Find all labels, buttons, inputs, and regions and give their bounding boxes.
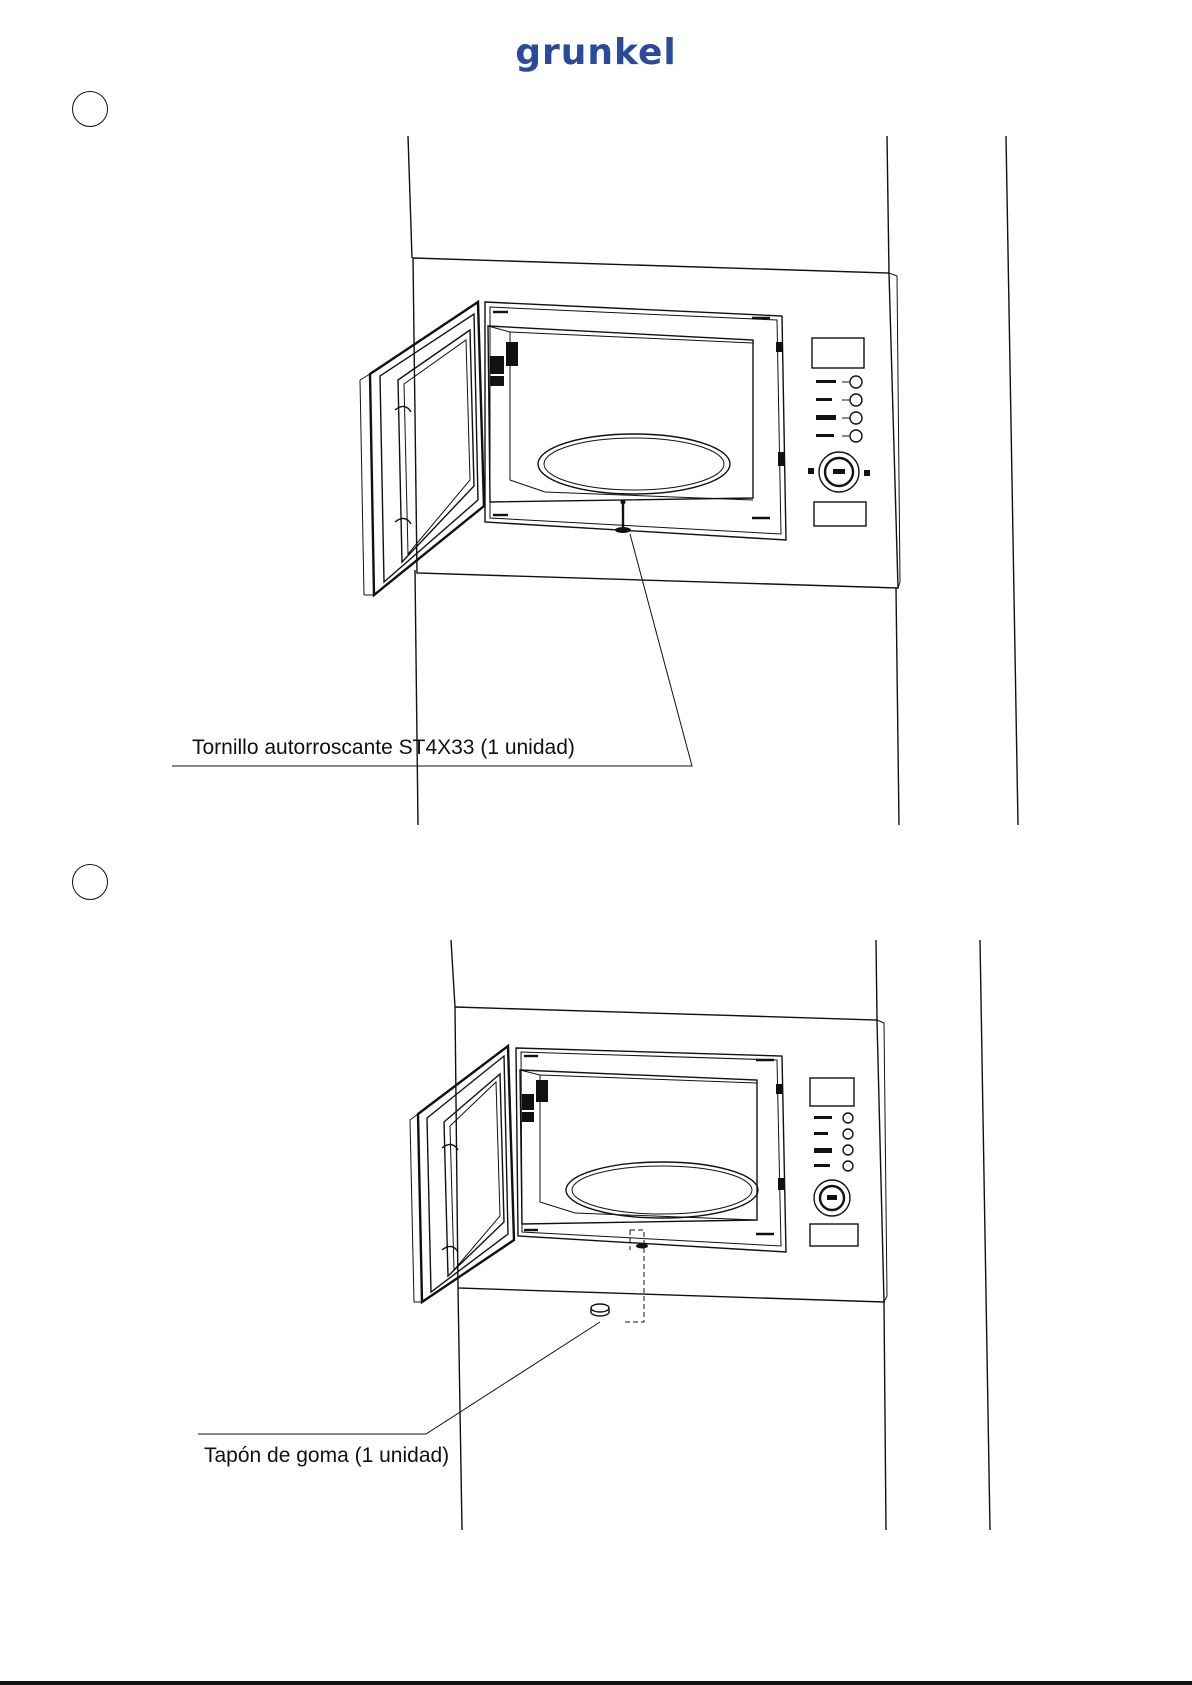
- brand-name: grunkel: [515, 32, 677, 73]
- step-1-callout-label: Tornillo autorroscante ST4X33 (1 unidad): [192, 736, 575, 760]
- grunkel-logo-icon: grunkel: [496, 26, 696, 86]
- step-2-callout-label: Tapón de goma (1 unidad): [204, 1444, 449, 1468]
- page-bottom-border: [0, 1681, 1192, 1685]
- step-2-diagram: [0, 930, 1192, 1550]
- step-2-circle-icon: [72, 864, 108, 900]
- step-1-diagram: [0, 130, 1192, 830]
- step-1-circle-icon: [72, 91, 108, 127]
- microwave-install-plug-drawing: [0, 930, 1192, 1550]
- brand-logo: grunkel: [0, 26, 1192, 86]
- microwave-install-screw-drawing: [0, 130, 1192, 830]
